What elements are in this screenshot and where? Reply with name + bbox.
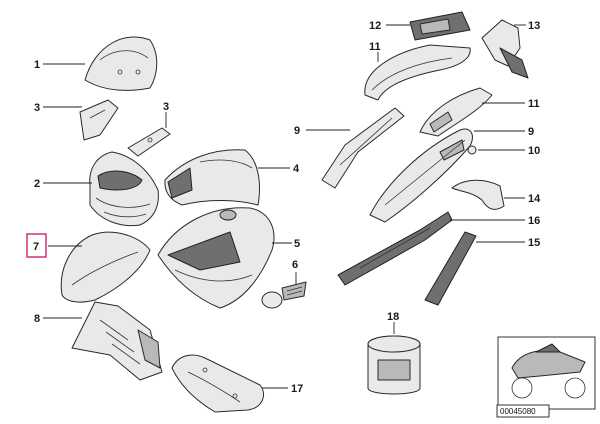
thumbnail-reference-code: 00045080 <box>500 407 536 416</box>
part-11-grab-rail-lower[interactable] <box>419 87 493 137</box>
motorcycle-icon <box>511 343 586 399</box>
callout-7-highlight-box <box>26 233 47 258</box>
callout-13[interactable]: 13 <box>528 20 540 32</box>
callout-9-left[interactable]: 9 <box>294 125 300 137</box>
thumbnail-motorcycle: 00045080 <box>496 336 596 418</box>
part-11-rear-rail-upper[interactable] <box>364 44 471 101</box>
callout-3-left[interactable]: 3 <box>34 102 40 114</box>
callout-12[interactable]: 12 <box>369 20 381 32</box>
callout-4[interactable]: 4 <box>293 163 300 175</box>
part-4-inner-cover[interactable] <box>164 149 260 206</box>
part-18-paint-tin[interactable] <box>367 335 421 395</box>
callout-16[interactable]: 16 <box>528 215 540 227</box>
part-5-side-fairing[interactable] <box>157 207 275 309</box>
callout-6[interactable]: 6 <box>292 259 298 271</box>
part-6-vent[interactable] <box>261 281 307 309</box>
callout-10[interactable]: 10 <box>528 145 540 157</box>
part-14-cover[interactable] <box>451 179 505 210</box>
part-1-windshield[interactable] <box>84 36 158 91</box>
callout-3-right[interactable]: 3 <box>163 101 169 113</box>
part-16-trim-strip[interactable] <box>337 211 453 286</box>
callout-18[interactable]: 18 <box>387 311 399 323</box>
callout-11-lower[interactable]: 11 <box>528 98 540 110</box>
thumbnail-code-box <box>496 404 550 418</box>
part-12-seat-cowl[interactable] <box>409 11 471 41</box>
callout-11-upper[interactable]: 11 <box>369 41 381 53</box>
part-10-grommet[interactable] <box>467 145 477 155</box>
callout-17[interactable]: 17 <box>291 383 303 395</box>
callout-5[interactable]: 5 <box>294 238 300 250</box>
part-15-lower-trim[interactable] <box>424 231 477 306</box>
part-8-inner-panel[interactable] <box>71 301 163 381</box>
callout-9-right[interactable]: 9 <box>528 126 534 138</box>
callout-1[interactable]: 1 <box>34 59 40 71</box>
callout-14[interactable]: 14 <box>528 193 541 205</box>
callout-7[interactable]: 7 <box>33 241 39 253</box>
part-3-bracket-left[interactable] <box>79 99 119 141</box>
part-9-trim-left[interactable] <box>321 107 405 189</box>
part-2-front-fairing[interactable] <box>89 151 159 227</box>
callout-8[interactable]: 8 <box>34 313 40 325</box>
part-17-belly-pan[interactable] <box>171 354 264 413</box>
callout-15[interactable]: 15 <box>528 237 540 249</box>
part-13-tail-housing[interactable] <box>481 19 529 79</box>
part-3-bracket-right[interactable] <box>127 127 171 157</box>
callout-2[interactable]: 2 <box>34 178 40 190</box>
part-9-rear-side-panel[interactable] <box>369 128 473 223</box>
part-7-lower-cover[interactable] <box>60 231 151 303</box>
